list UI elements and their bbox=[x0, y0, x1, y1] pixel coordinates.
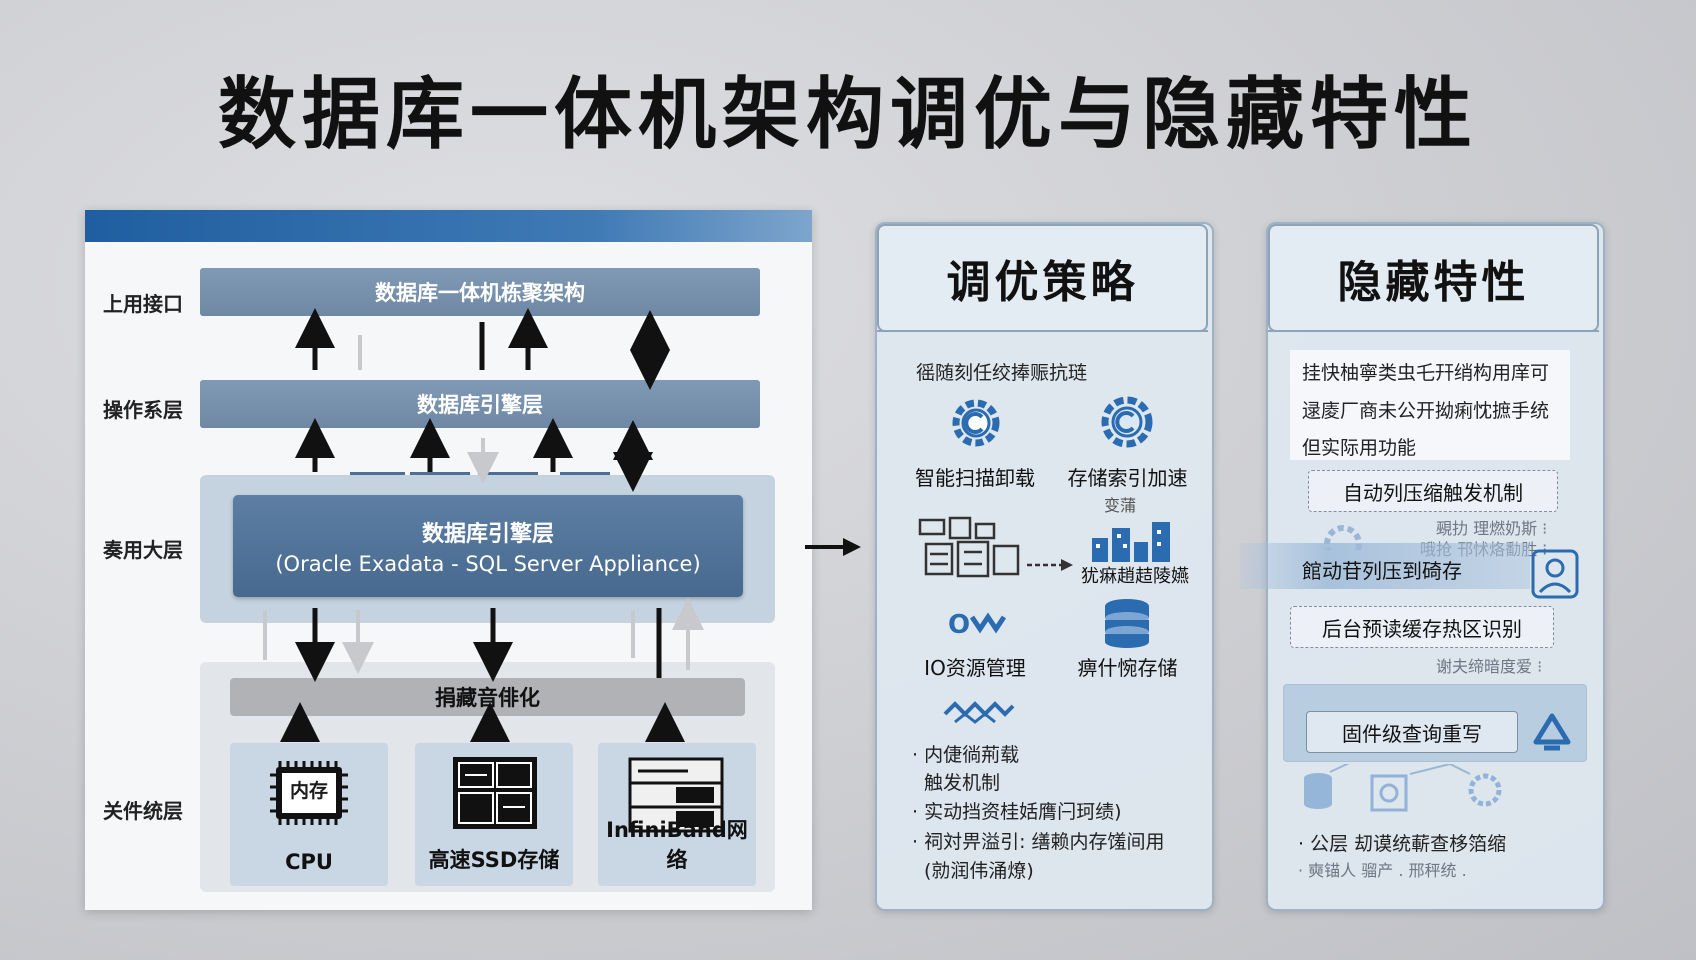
svg-text:O: O bbox=[948, 610, 970, 640]
user-icon bbox=[1531, 549, 1579, 599]
hidden-bottom-line: · 奭锚人 骝产 . 邢秤统 . bbox=[1298, 861, 1467, 880]
tuning-intro: 徭随刻任绞捧赈抗琏 bbox=[916, 362, 1088, 384]
hardware-label-network: InfiniBand网络 bbox=[606, 818, 748, 872]
icon-label-smart-scan: 智能扫描卸载 bbox=[915, 466, 1035, 490]
icon-label-building: 犹痳趙趌陵嬿 bbox=[1081, 566, 1189, 587]
faint-icons-row bbox=[1304, 764, 1502, 812]
hardware-card-cpu: 内存 CPU bbox=[230, 743, 388, 886]
faint-text: 覡扐 理燃奶斯 ⁝ bbox=[1436, 519, 1548, 538]
chip-text: 内存 bbox=[289, 780, 328, 802]
hardware-label-cpu: CPU bbox=[285, 850, 333, 874]
hidden-intro-line: 挂快柚寧类虫乇幵绡构用庠可 bbox=[1302, 362, 1550, 384]
gear-icon bbox=[952, 399, 1000, 447]
ssd-icon bbox=[453, 757, 537, 829]
tuning-card-header: 调优策略 bbox=[877, 224, 1208, 332]
hidden-card-header: 隐藏特性 bbox=[1268, 224, 1599, 332]
feature-pill-firmware-rewrite: 固件级查询重写 bbox=[1306, 711, 1518, 753]
icon-label-io-resource: IO资源管理 bbox=[924, 656, 1026, 680]
hidden-intro-line: 但实际用功能 bbox=[1302, 437, 1417, 459]
server-rack-icon bbox=[918, 516, 1020, 578]
feature-auto-column-storage: 館动苷列压到碕存 bbox=[1302, 559, 1462, 583]
wave-icon bbox=[943, 701, 1015, 724]
panel-header-strip bbox=[85, 210, 812, 242]
hardware-label-ssd: 高速SSD存储 bbox=[428, 848, 560, 872]
layer-label-app: 奏用大层 bbox=[103, 538, 183, 562]
database-icon bbox=[1105, 599, 1149, 648]
building-icon bbox=[1092, 522, 1170, 562]
hardware-card-network: InfiniBand网络 bbox=[598, 743, 756, 886]
core-engine-title: 数据库引擎层 bbox=[421, 522, 554, 547]
network-switch-icon bbox=[628, 757, 724, 833]
faint-text: 谢夫缔暗度爱 ⁝ bbox=[1436, 657, 1543, 676]
layer-label-os: 操作系层 bbox=[103, 398, 183, 422]
tuning-card-body bbox=[877, 330, 1208, 907]
highlight-band bbox=[1240, 543, 1530, 589]
icon-sublabel: 变蒲 bbox=[1103, 496, 1136, 515]
page-title: 数据库一体机架构调优与隐藏特性 bbox=[217, 70, 1478, 160]
recycle-icon bbox=[1533, 713, 1571, 751]
tuning-strategy-card bbox=[875, 222, 1214, 911]
tuning-bullet: · 内倢徜荊载 bbox=[912, 744, 1020, 766]
layer-label-hardware: 关件统层 bbox=[103, 799, 183, 823]
right-arrow-icon bbox=[805, 538, 861, 556]
io-icon: O bbox=[948, 610, 1007, 640]
tuning-bullet: 触发机制 bbox=[924, 772, 1001, 794]
icon-label-database: 痹什惋存储 bbox=[1077, 656, 1178, 680]
flow-arrows bbox=[263, 308, 704, 742]
core-engine-subtitle: (Oracle Exadata - SQL Server Appliance) bbox=[275, 552, 701, 576]
tuning-bullet: · 祠対畀溢引: 缮赖内存馐间用 bbox=[912, 831, 1165, 853]
hidden-bottom-line: · 公层 刧谟统蔪查栘箔缩 bbox=[1298, 833, 1507, 855]
feature-pill-prefetch-cache: 后台预读缓存热区识别 bbox=[1290, 606, 1554, 648]
top-architecture-bar: 数据库一体机栋聚架构 bbox=[200, 268, 760, 316]
tuning-bullet: · 实动挡资桂姡膺闩珂绩) bbox=[912, 801, 1122, 823]
hidden-intro-line: 逯庱厂商未公开拗痢忱摭手统 bbox=[1302, 400, 1550, 422]
feature-pill-auto-compression: 自动列压缩触发机制 bbox=[1308, 470, 1558, 512]
layer-label-interface: 上用接口 bbox=[103, 292, 183, 316]
hidden-intro-box bbox=[1290, 350, 1570, 460]
architecture-panel: 上用接口 操作系层 奏用大层 关件统层 数据库一体机栋聚架构 数据库引擎层 数据… bbox=[85, 210, 812, 910]
core-engine-box: 数据库引擎层 (Oracle Exadata - SQL Server Appl… bbox=[233, 495, 743, 597]
hardware-card-ssd: 高速SSD存储 bbox=[415, 743, 573, 886]
gear-c-icon bbox=[1101, 396, 1153, 448]
dashed-arrow-icon bbox=[1027, 559, 1073, 571]
tuning-bullet: (勍润伟涌燎) bbox=[924, 860, 1034, 882]
hidden-card-body bbox=[1268, 330, 1599, 907]
icon-label-storage-index: 存储索引加速 bbox=[1067, 466, 1188, 490]
chip-icon bbox=[270, 761, 348, 825]
